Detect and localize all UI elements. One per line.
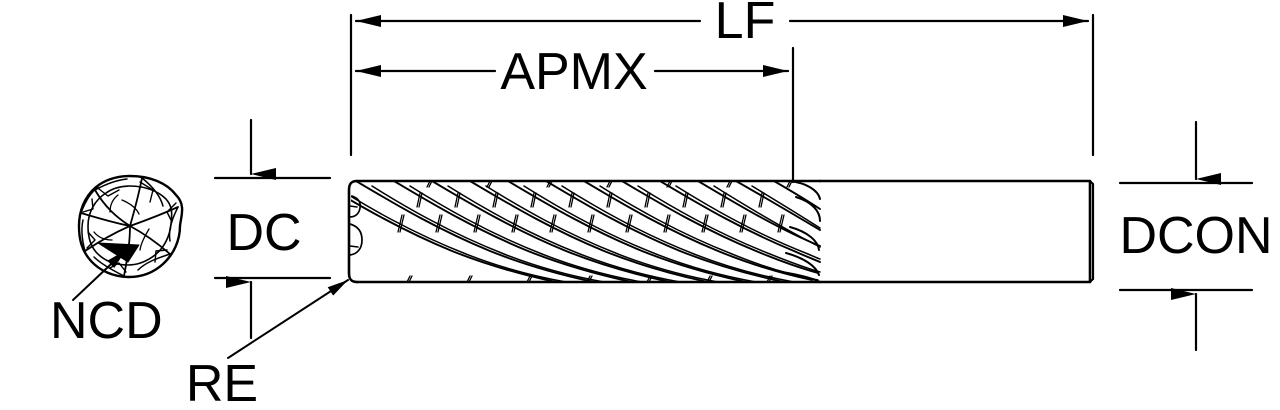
label-dcon: DCON: [1119, 207, 1272, 265]
dimension-dcon: [1118, 120, 1254, 352]
label-re: RE: [186, 355, 258, 410]
helical-flutes: [351, 181, 821, 282]
re-leader-line: [227, 279, 349, 359]
leader-ncd: [72, 249, 127, 301]
label-apmx: APMX: [500, 43, 647, 101]
label-dc: DC: [226, 204, 301, 262]
dimension-dc: [213, 118, 332, 340]
ncd-leader-line: [72, 249, 127, 301]
label-ncd: NCD: [50, 292, 163, 350]
leader-re: [227, 279, 349, 359]
dimension-lf: [349, 13, 1095, 157]
label-lf: LF: [715, 0, 776, 50]
dimension-apmx: [354, 46, 795, 184]
